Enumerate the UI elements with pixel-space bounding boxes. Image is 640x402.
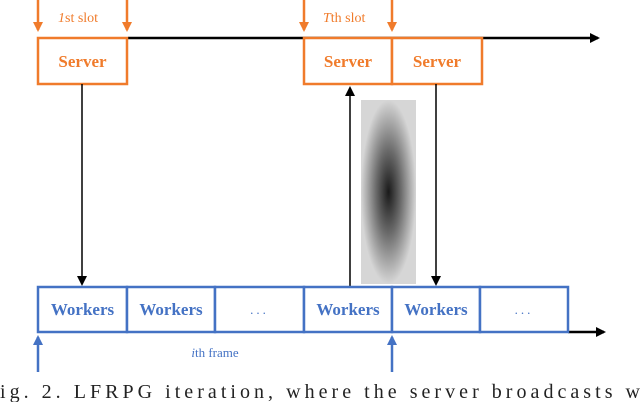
slotT-label: Tth slot xyxy=(323,11,366,26)
workers-label-1: Workers xyxy=(51,300,115,319)
figure-caption: ig. 2. LFRPG iteration, where the server… xyxy=(0,381,640,402)
workers-box-2 xyxy=(125,285,217,334)
server-box-3 xyxy=(390,36,484,86)
workers-label-4: Workers xyxy=(316,300,380,319)
workers-label-6: ... xyxy=(515,302,534,317)
blurred-region xyxy=(361,100,416,284)
workers-label-3: ... xyxy=(250,302,269,317)
slot1-label: 1st slot xyxy=(58,11,98,26)
workers-label-2: Workers xyxy=(139,300,203,319)
server-box-1 xyxy=(36,36,129,86)
workers-box-3 xyxy=(213,285,306,334)
frame-label: ith frame xyxy=(191,345,239,360)
workers-box-1 xyxy=(36,285,129,334)
server-label-3: Server xyxy=(413,52,462,71)
server-label-2: Server xyxy=(324,52,373,71)
workers-label-5: Workers xyxy=(404,300,468,319)
workers-box-6 xyxy=(478,285,570,334)
server-label-1: Server xyxy=(58,52,107,71)
workers-box-4 xyxy=(302,285,394,334)
